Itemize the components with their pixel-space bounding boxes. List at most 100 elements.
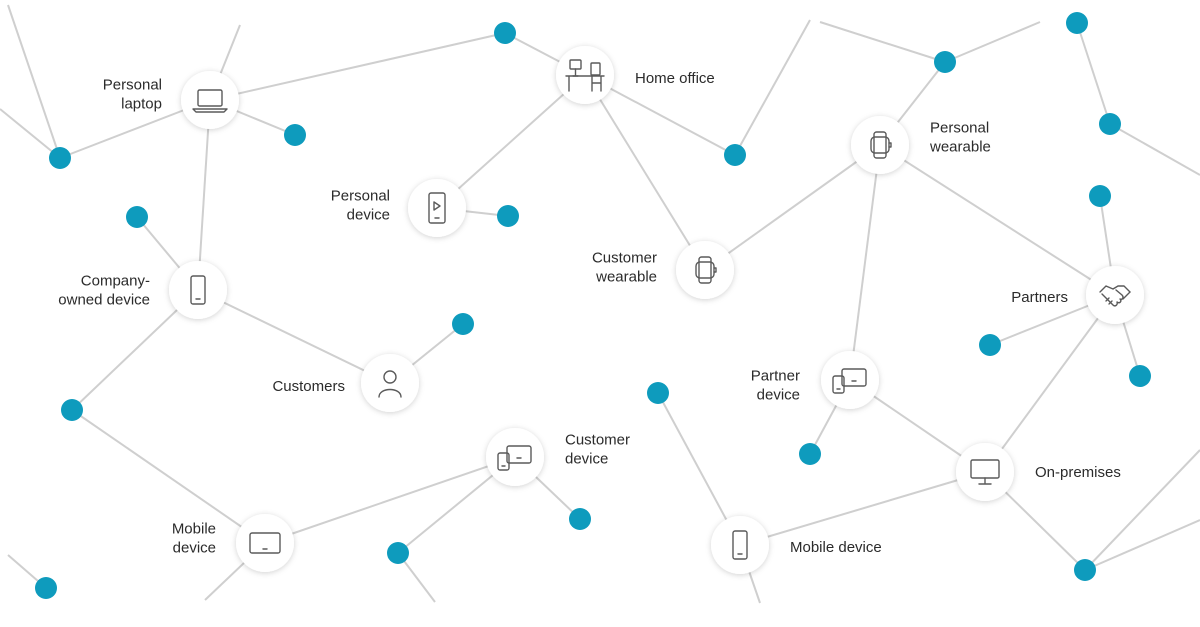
node-label-line: On-premises (1035, 464, 1121, 481)
connection-line (879, 144, 1116, 296)
connection-line (734, 19, 811, 156)
node-home-office: Home office (556, 46, 715, 104)
endpoint-dot (49, 147, 71, 169)
connection-line (264, 456, 516, 544)
smartwatch-icon (695, 256, 717, 284)
node-label-line: wearable (595, 269, 657, 286)
node-label: Company-owned device (58, 273, 150, 309)
laptop-icon (192, 89, 228, 113)
phone-icon (732, 530, 748, 560)
connection-line (197, 289, 391, 384)
endpoint-dot (1129, 365, 1151, 387)
node-label-line: device (347, 207, 390, 224)
endpoint-dot (35, 577, 57, 599)
connection-line (197, 99, 211, 291)
node-label-line: owned device (58, 292, 150, 309)
node-label-line: laptop (121, 96, 162, 113)
smartwatch-icon (870, 131, 892, 159)
connection-line (584, 74, 706, 271)
endpoint-dot (61, 399, 83, 421)
node-label: Personal device (331, 188, 390, 224)
node-circle (851, 116, 909, 174)
node-label-line: Personal (331, 188, 390, 205)
endpoint-dot (497, 205, 519, 227)
endpoint-dot (284, 124, 306, 146)
node-circle (556, 46, 614, 104)
handshake-icon (1099, 285, 1131, 307)
node-on-premises: On-premises (956, 443, 1121, 501)
connection-line (209, 32, 506, 101)
node-label-line: Mobile device (790, 539, 882, 556)
connection-line (7, 4, 61, 159)
connection-line (704, 144, 881, 271)
node-company-owned-device: Company-owned device (58, 261, 227, 319)
connection-line (71, 409, 266, 544)
endpoint-dot (452, 313, 474, 335)
connection-line (944, 21, 1041, 63)
node-circle (956, 443, 1014, 501)
node-personal-wearable: Personal wearable (851, 116, 991, 174)
endpoint-dot (569, 508, 591, 530)
endpoint-dot (1066, 12, 1088, 34)
node-personal-device: Personal device (331, 179, 466, 237)
phone-icon (190, 275, 206, 305)
node-label-line: Personal (103, 77, 162, 94)
node-label-line: device (173, 540, 216, 557)
endpoint-dot (799, 443, 821, 465)
endpoint-dot (979, 334, 1001, 356)
node-circle (486, 428, 544, 486)
node-circle (821, 351, 879, 409)
node-label-line: Customer (565, 432, 630, 449)
node-label-line: Partners (1011, 289, 1068, 306)
devices-icon (832, 368, 867, 394)
node-circle (1086, 266, 1144, 324)
node-circle (169, 261, 227, 319)
endpoint-dot (724, 144, 746, 166)
node-circle (676, 241, 734, 299)
connection-line (0, 108, 61, 159)
node-label-line: Company- (81, 273, 150, 290)
person-icon (378, 370, 402, 398)
endpoint-dots (35, 12, 1151, 599)
node-partners: Partners (1011, 266, 1144, 324)
connection-line (436, 74, 586, 209)
node-label-line: Personal (930, 120, 989, 137)
node-label-line: Home office (635, 70, 715, 87)
node-circle (236, 514, 294, 572)
node-label-line: Customers (272, 378, 345, 395)
devices-icon (497, 445, 532, 471)
node-label: Partners (1011, 289, 1068, 306)
node-label: Home office (635, 70, 715, 87)
connection-line (819, 21, 946, 63)
node-label-line: device (565, 451, 608, 468)
endpoint-dot (934, 51, 956, 73)
node-label: On-premises (1035, 464, 1121, 481)
node-customers: Customers (272, 354, 419, 412)
connection-line (739, 471, 986, 546)
node-label-line: wearable (929, 139, 991, 156)
node-label: Personal wearable (929, 120, 991, 156)
node-label: Personal laptop (103, 77, 162, 113)
endpoint-dot (126, 206, 148, 228)
connection-line (849, 144, 881, 381)
node-circle (711, 516, 769, 574)
desk-icon (565, 59, 605, 92)
endpoint-dot (494, 22, 516, 44)
node-label: Customer device (565, 432, 630, 468)
connection-line (1076, 22, 1111, 125)
endpoint-dot (647, 382, 669, 404)
endpoint-dot (1099, 113, 1121, 135)
connection-line (1109, 123, 1200, 176)
endpoint-dot (387, 542, 409, 564)
connection-line (984, 294, 1116, 473)
connection-line (1084, 449, 1200, 571)
endpoint-dot (1089, 185, 1111, 207)
node-label-line: device (757, 387, 800, 404)
node-personal-laptop: Personal laptop (103, 71, 239, 129)
